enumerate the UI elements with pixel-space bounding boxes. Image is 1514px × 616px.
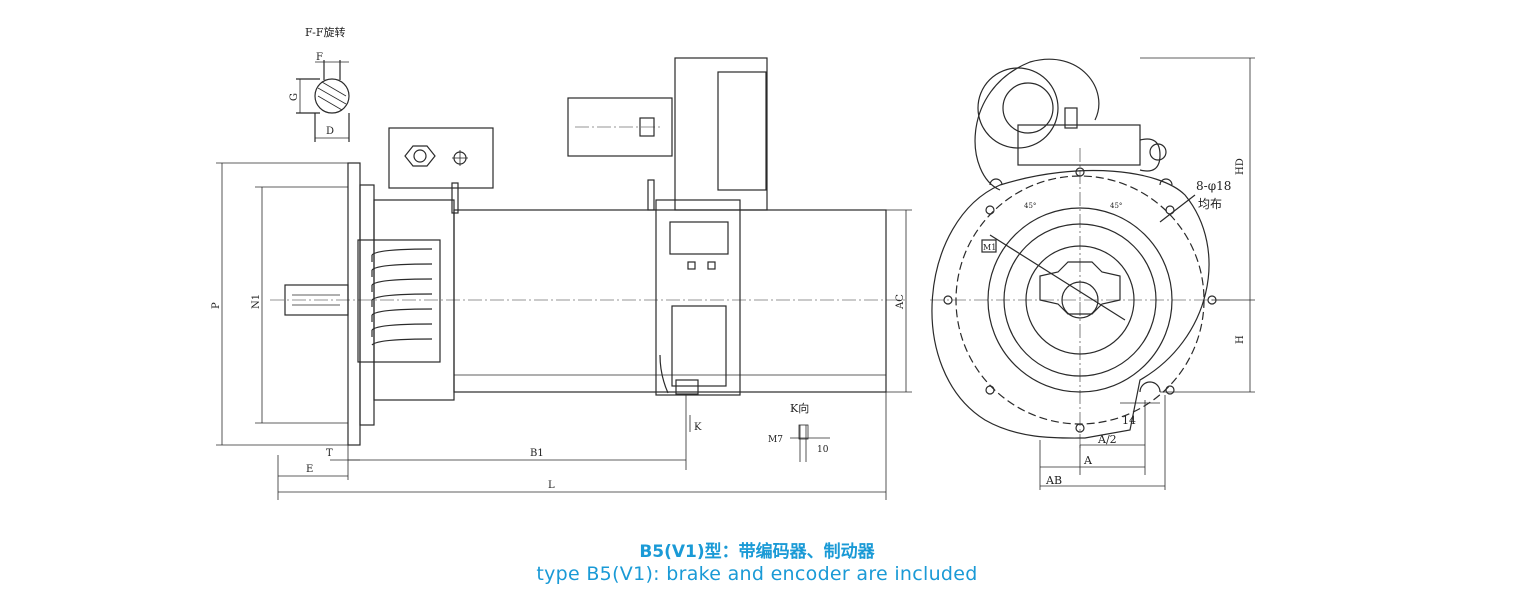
caption-english: type B5(V1): brake and encoder are inclu…: [536, 563, 978, 585]
terminal-box: [388, 127, 494, 214]
label-h: H: [1235, 335, 1246, 344]
label-ac: AC: [895, 294, 906, 310]
label-b1: B1: [530, 448, 544, 459]
side-view: [216, 57, 912, 500]
brake-encoder: [567, 57, 768, 396]
caption-chinese: B5(V1)型：带编码器、制动器: [639, 542, 875, 562]
label-m7: M7: [768, 435, 783, 445]
label-p: P: [211, 302, 222, 309]
label-k: K: [694, 422, 702, 433]
label-angle-1: 45°: [1024, 202, 1036, 210]
label-e: E: [306, 464, 313, 475]
technical-drawing: F-F旋转 F G D P N1 AC T E B1 L K K向 M7 10 …: [211, 25, 1255, 500]
label-d: D: [326, 126, 334, 137]
end-view: [930, 57, 1255, 490]
label-14: 14: [1122, 414, 1136, 427]
label-a-half: A/2: [1097, 433, 1117, 446]
label-hd: HD: [1235, 158, 1246, 175]
label-f: F: [316, 52, 323, 63]
label-l: L: [548, 480, 555, 491]
side-dimensions: [277, 209, 912, 500]
label-angle-2: 45°: [1110, 202, 1122, 210]
label-10: 10: [817, 445, 829, 455]
shaft-section: [296, 60, 350, 142]
label-holes-note: 均布: [1198, 197, 1222, 211]
label-a: A: [1083, 454, 1093, 467]
label-k-view: K向: [790, 401, 809, 415]
label-t: T: [326, 448, 333, 459]
label-n1: N1: [251, 294, 262, 309]
section-title: F-F旋转: [305, 25, 346, 39]
label-g: G: [289, 93, 300, 101]
label-ab: AB: [1045, 474, 1062, 487]
motor-body: [270, 209, 905, 393]
front-flange: [216, 162, 375, 446]
label-m1: M1: [983, 243, 996, 252]
label-holes: 8-φ18: [1196, 179, 1231, 193]
